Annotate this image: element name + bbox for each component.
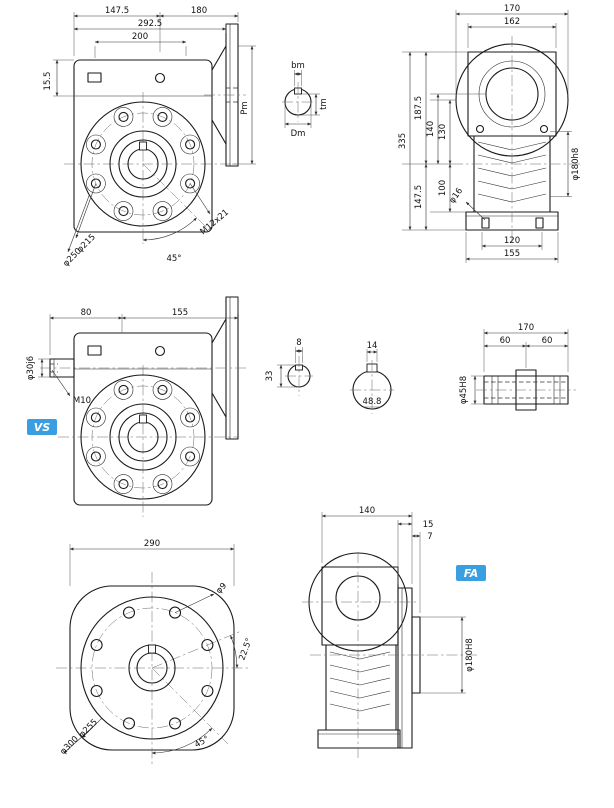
dim-tm-label: tm: [319, 98, 329, 110]
dim-15-5-label: 15.5: [43, 72, 53, 91]
side-view: 170 162 187.5 140 130 335 147.5 100 φ16 …: [398, 4, 581, 263]
dim-170-label: 170: [504, 4, 520, 14]
dim-7-label: 7: [427, 532, 432, 542]
dim-292-5-label: 292.5: [138, 19, 162, 29]
worm-shaft-section: 8 33: [265, 338, 313, 396]
dim-60-right-label: 60: [542, 336, 553, 346]
foot-hole: [481, 217, 490, 229]
dim-200-label: 200: [132, 32, 148, 42]
dim-130-label: 130: [438, 124, 448, 140]
output-flange-plate: [397, 587, 413, 749]
dim-147-5-label: 147.5: [105, 6, 129, 16]
flange-bolt-holes: [90, 384, 196, 490]
angle-45-label: 45°: [193, 734, 211, 750]
fa-badge-label: FA: [464, 567, 479, 580]
key-depth-label: 48.8: [363, 397, 382, 407]
angle-45-label: 45°: [166, 254, 181, 264]
vs-view: 80 155 φ30j6 M10 VS: [26, 296, 246, 517]
dim-155-label: 155: [504, 249, 520, 259]
fa-badge: [456, 565, 486, 581]
tap-label: M12x21: [198, 208, 230, 238]
d300-label: φ300: [58, 734, 81, 757]
flange-bolt-holes: [90, 111, 196, 217]
dim-335-label: 335: [398, 133, 408, 149]
dim-140-label: 140: [359, 506, 375, 516]
dim-100-label: 100: [438, 180, 448, 196]
flange-lobes: [86, 380, 200, 494]
dim-187-5-label: 187.5: [414, 96, 424, 120]
dim-147-5-label: 147.5: [414, 185, 424, 209]
motor-shaft-detail: bm tm Dm: [282, 61, 329, 139]
dim-140-label: 140: [426, 121, 436, 137]
hollow-bore-section: 14 48.8: [350, 341, 394, 414]
angle-22-5-label: 22.5°: [237, 637, 254, 662]
dim-162-label: 162: [504, 17, 520, 27]
dim-dm-label: Dm: [291, 129, 306, 139]
shaft-dia-label: φ30j6: [26, 356, 36, 380]
front-view: 147.5 180 292.5 200 15.5 Pm φ215 φ250 M1…: [43, 6, 256, 269]
dim-33-label: 33: [265, 371, 275, 382]
dim-170-label: 170: [518, 323, 534, 333]
foot-hole: [535, 217, 544, 229]
key-width-label: 14: [367, 341, 378, 351]
dim-120-label: 120: [504, 236, 520, 246]
cooling-fins: [329, 651, 391, 712]
dim-bm-label: bm: [291, 61, 305, 71]
dim-pm-label: Pm: [240, 101, 250, 114]
input-shaft: [49, 358, 75, 378]
bore-label: φ45H8: [459, 376, 469, 404]
fa-view: 140 15 7 φ180H8 FA: [302, 506, 486, 760]
dim-290-label: 290: [144, 539, 160, 549]
flange-bolt-holes: [90, 606, 214, 730]
dim-15-label: 15: [423, 520, 434, 530]
dim-155-label: 155: [172, 308, 188, 318]
oil-plug: [87, 72, 102, 83]
hollow-shaft-view: 170 60 60 φ45H8: [459, 323, 576, 411]
spigot-label: φ180h8: [571, 148, 581, 181]
dim-80-label: 80: [81, 308, 92, 318]
breather-plug: [154, 72, 166, 84]
spigot-label: φ180H8: [465, 638, 475, 672]
vs-badge-label: VS: [34, 421, 51, 434]
tap-label: M10: [73, 396, 91, 406]
d255-label: φ255: [77, 717, 100, 740]
flange-view: 290 φ9 22.5° 45° φ255 φ300: [56, 539, 255, 764]
dim-180-label: 180: [191, 6, 207, 16]
vs-badge: [27, 419, 57, 435]
dim-60-left-label: 60: [500, 336, 511, 346]
key-width-label: 8: [296, 338, 301, 348]
output-keyway: [139, 141, 147, 151]
